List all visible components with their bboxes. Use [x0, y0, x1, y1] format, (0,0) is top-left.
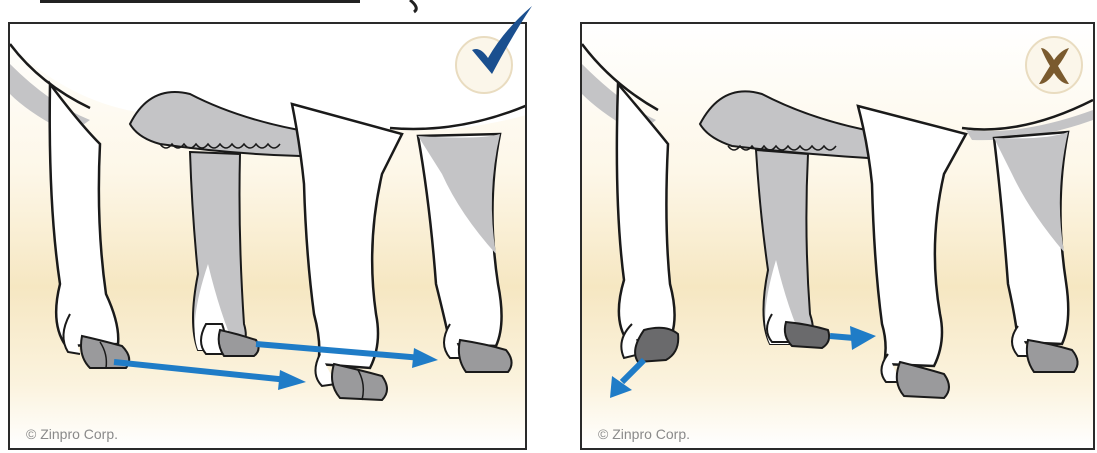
correct-posture-panel: © Zinpro Corp.	[8, 22, 527, 450]
cow-legs-correct-illustration	[10, 24, 525, 448]
cropped-heading-fragment	[0, 0, 1097, 22]
incorrect-badge	[1025, 36, 1083, 94]
x-mark-icon	[1027, 38, 1081, 92]
copyright-text: © Zinpro Corp.	[598, 426, 690, 442]
copyright-text: © Zinpro Corp.	[26, 426, 118, 442]
cow-legs-incorrect-illustration	[582, 24, 1093, 448]
incorrect-posture-panel: © Zinpro Corp.	[580, 22, 1095, 450]
checkmark-icon	[458, 0, 538, 80]
